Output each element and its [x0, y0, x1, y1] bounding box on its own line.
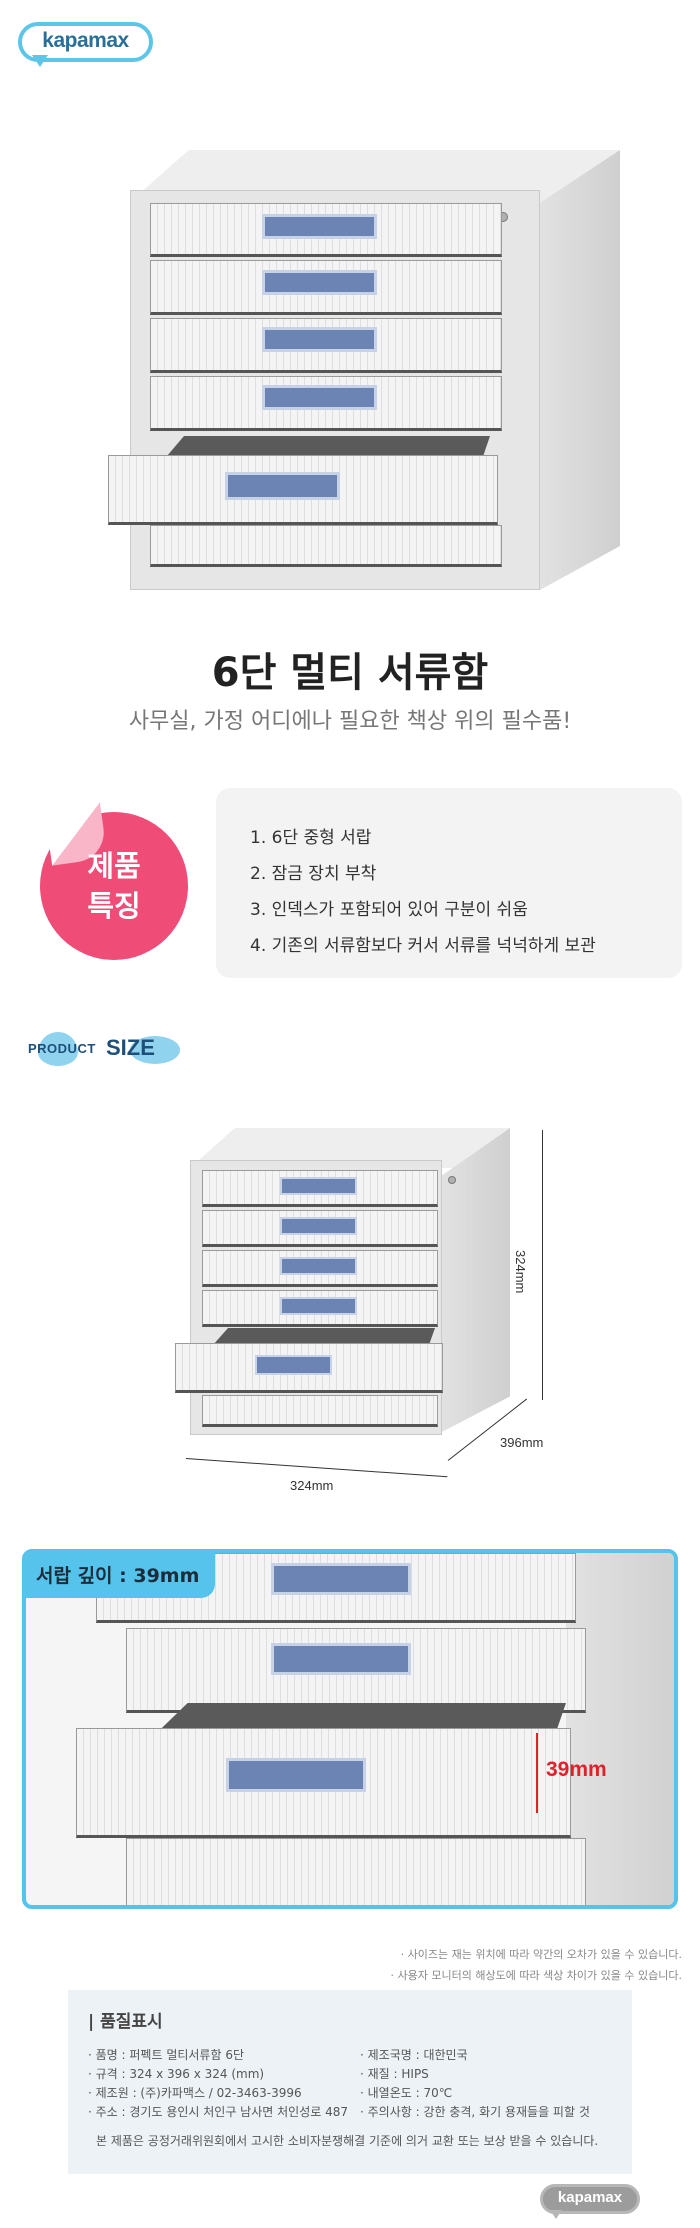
quality-title: | 품질표시	[88, 2012, 163, 2032]
features-badge-text: 제품 특징	[87, 849, 141, 923]
water-drop-icon	[38, 1032, 78, 1066]
height-dimension: 324mm	[513, 1250, 528, 1294]
lock-icon	[448, 1176, 456, 1184]
product-title: 6단 멀티 서류함	[211, 650, 489, 696]
feature-item: 1. 6단 중형 서랍	[250, 828, 372, 848]
footer-logo: kapamax	[540, 2184, 640, 2220]
quality-info-panel	[68, 1990, 632, 2174]
brand-logo: kapamax	[18, 22, 153, 70]
product-size-diagram: 324mm 396mm 324mm	[0, 1100, 700, 1500]
feature-item: 2. 잠금 장치 부착	[250, 864, 377, 884]
product-size-tag: PRODUCT SIZE	[28, 1030, 180, 1066]
depth-dimension: 396mm	[500, 1435, 544, 1450]
drawer-depth-panel: 39mm 서랍 깊이 : 39mm	[22, 1549, 678, 1909]
features-panel	[216, 788, 682, 978]
note-line: · 사이즈는 재는 위치에 따라 약간의 오차가 있을 수 있습니다.	[400, 1948, 682, 1961]
feature-item: 4. 기존의 서류함보다 커서 서류를 넉넉하게 보관	[250, 936, 596, 956]
note-line: · 사용자 모니터의 해상도에 따라 색상 차이가 있을 수 있습니다.	[390, 1969, 682, 1982]
brand-logo-text: kapamax	[42, 29, 129, 52]
quality-left-column: · 품명 : 퍼펙트 멀티서류함 6단 · 규격 : 324 x 396 x 3…	[88, 2048, 348, 2119]
quality-footer: 본 제품은 공정거래위원회에서 고시한 소비자분쟁해결 기준에 의거 교환 또는…	[96, 2134, 599, 2148]
product-image-main	[0, 0, 700, 600]
quality-right-column: · 제조국명 : 대한민국 · 재질 : HIPS · 내열온도 : 70℃ ·…	[360, 2048, 590, 2119]
notes: · 사이즈는 재는 위치에 따라 약간의 오차가 있을 수 있습니다. · 사용…	[391, 1944, 682, 1986]
feature-item: 3. 인덱스가 포함되어 있어 구분이 쉬움	[250, 900, 528, 920]
width-dimension: 324mm	[290, 1478, 334, 1493]
depth-mark: 39mm	[546, 1758, 607, 1781]
footer-logo-text: kapamax	[557, 2189, 623, 2206]
features-list: 1. 6단 중형 서랍 2. 잠금 장치 부착 3. 인덱스가 포함되어 있어 …	[250, 820, 596, 964]
product-subtitle: 사무실, 가정 어디에나 필요한 책상 위의 필수품!	[128, 709, 572, 734]
depth-label: 서랍 깊이 : 39mm	[26, 1553, 216, 1598]
